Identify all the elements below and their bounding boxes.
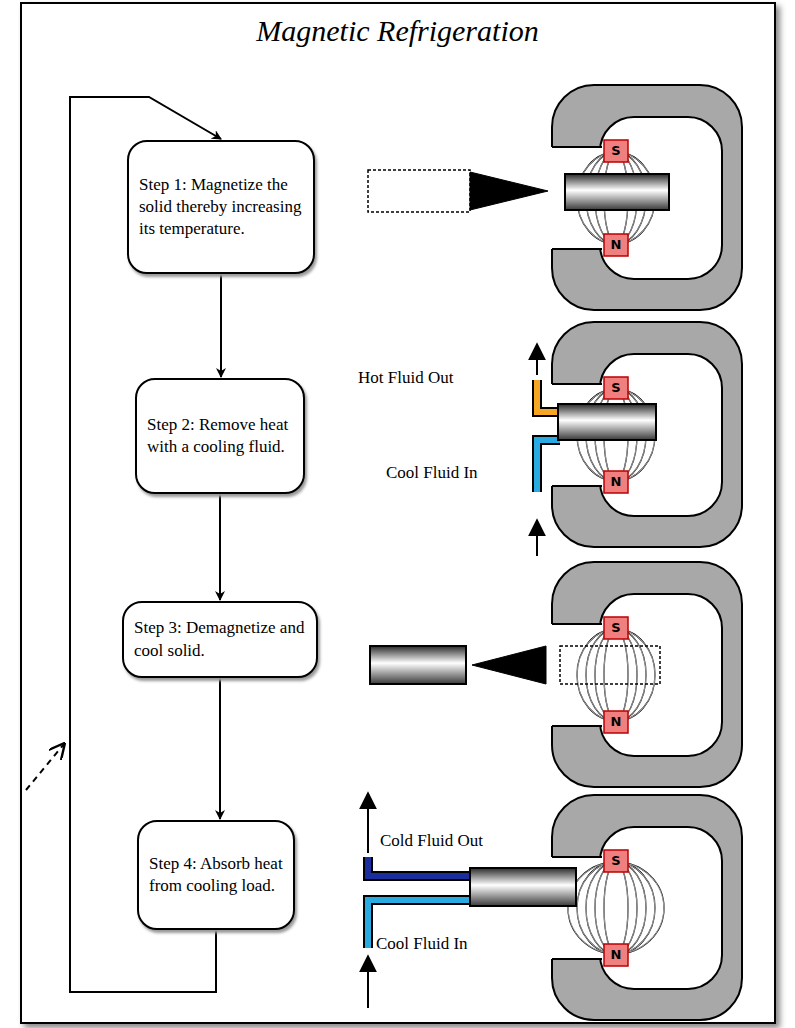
- pole-letter: N: [604, 945, 628, 965]
- magnet: [550, 795, 742, 1020]
- flow-arrow: [367, 956, 369, 1008]
- fluid-pipe: [368, 857, 472, 876]
- fluid-pipe: [537, 440, 560, 492]
- step-box: Step 4: Absorb heat from cooling load.: [137, 820, 295, 930]
- pole-letter: S: [604, 618, 628, 638]
- step-text: Step 3: Demagnetize and cool solid.: [134, 617, 306, 661]
- flow-arrow: [367, 793, 369, 853]
- step-box: Step 2: Remove heat with a cooling fluid…: [135, 378, 305, 494]
- fluid-label: Cold Fluid Out: [380, 831, 483, 851]
- leader-arrow: [26, 744, 64, 790]
- solid-rod: [565, 174, 669, 210]
- fluid-pipe: [537, 380, 560, 412]
- diagram-title: Magnetic Refrigeration: [0, 14, 795, 48]
- step-box: Step 3: Demagnetize and cool solid.: [122, 601, 318, 678]
- flow-connector: [220, 274, 222, 377]
- magnet: [550, 322, 742, 547]
- step-text: Step 1: Magnetize the solid thereby incr…: [139, 174, 303, 240]
- pole-letter: S: [604, 851, 628, 871]
- solid-rod: [470, 868, 576, 906]
- flow-arrow: [536, 344, 538, 375]
- pole-letter: S: [604, 378, 628, 398]
- motion-arrow: [470, 172, 548, 210]
- previous-position: [368, 170, 470, 212]
- magnet: [550, 85, 742, 310]
- motion-arrow: [472, 646, 546, 684]
- step-text: Step 2: Remove heat with a cooling fluid…: [147, 414, 293, 458]
- field-lines: [577, 629, 655, 721]
- fluid-label: Hot Fluid Out: [358, 368, 453, 388]
- fluid-label: Cool Fluid In: [376, 934, 468, 954]
- previous-position: [560, 646, 660, 684]
- step-box: Step 1: Magnetize the solid thereby incr…: [127, 140, 315, 274]
- solid-rod: [558, 404, 656, 440]
- solid-rod: [370, 646, 466, 684]
- magnet: [550, 562, 742, 787]
- fluid-label: Cool Fluid In: [386, 463, 478, 483]
- flow-connector: [219, 678, 221, 819]
- pole-letter: S: [604, 141, 628, 161]
- pole-letter: N: [604, 472, 628, 492]
- flow-connector: [219, 494, 221, 600]
- pole-letter: N: [604, 235, 628, 255]
- field-lines: [568, 862, 664, 954]
- pole-letter: N: [604, 712, 628, 732]
- step-text: Step 4: Absorb heat from cooling load.: [149, 853, 283, 897]
- flow-arrow: [536, 520, 538, 556]
